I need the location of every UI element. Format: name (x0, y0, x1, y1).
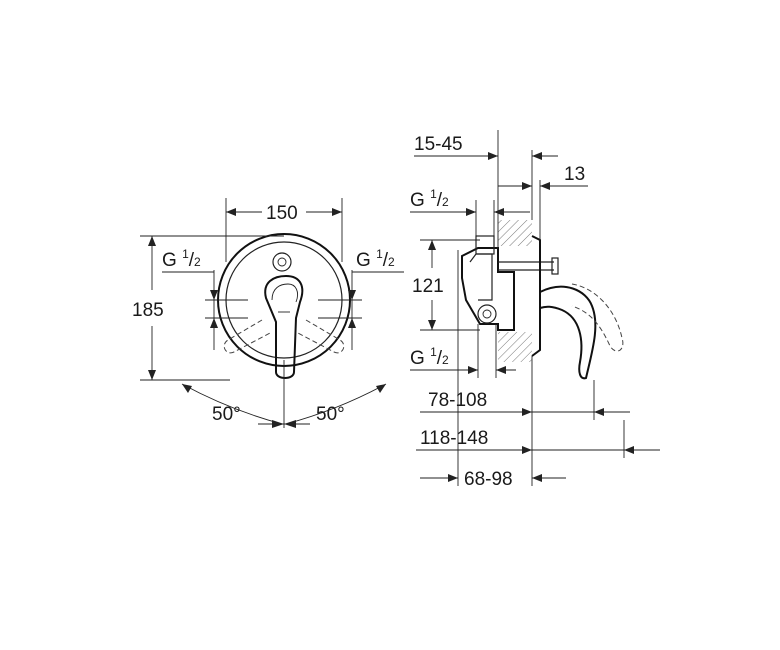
inlet-top-label: G 1/2 (410, 187, 449, 211)
width-dimension-label: 150 (266, 203, 298, 224)
dim-13-label: 13 (564, 164, 585, 185)
wall-section-bottom (498, 332, 532, 362)
lever-handle-edge (271, 283, 299, 303)
inlet-right-label: G 1/2 (356, 247, 395, 271)
dim-68-98-label: 68-98 (464, 469, 513, 490)
inlet-bottom-label: G 1/2 (410, 345, 449, 369)
side-view: 15-45 13 G 1/2 121 G 1/2 (410, 130, 660, 490)
inlet-left-label: G 1/2 (162, 247, 201, 271)
dim-118-148-label: 118-148 (420, 428, 488, 449)
valve-body-inner (469, 253, 493, 301)
lever-handle (264, 274, 304, 379)
top-inlet-fitting (475, 235, 495, 255)
svg-text:G 1/2: G 1/2 (410, 345, 449, 369)
escutcheon-profile (531, 235, 541, 357)
bottom-inlet-bore (482, 309, 492, 319)
svg-text:G 1/2: G 1/2 (162, 247, 201, 271)
dim-121-label: 121 (412, 276, 444, 297)
bottom-inlet-fitting (477, 304, 497, 324)
diverter-knob-center (277, 257, 287, 267)
angle-right-label: 50° (316, 404, 345, 425)
dim-15-45-label: 15-45 (414, 134, 463, 155)
lever-profile (539, 285, 597, 380)
svg-text:G 1/2: G 1/2 (356, 247, 395, 271)
diverter-knob (272, 252, 292, 272)
height-dimension-label: 185 (132, 300, 164, 321)
svg-text:G 1/2: G 1/2 (410, 187, 449, 211)
wall-section-top (498, 220, 532, 246)
handle-left-position (223, 319, 273, 354)
dim-78-108-label: 78-108 (428, 390, 487, 411)
spindle-cap (551, 257, 559, 275)
valve-body (461, 247, 515, 331)
lever-open-position (571, 283, 624, 352)
angle-left-label: 50° (212, 404, 241, 425)
handle-right-position (295, 319, 345, 354)
front-view: 150 185 G 1/2 G 1/2 (132, 198, 404, 428)
